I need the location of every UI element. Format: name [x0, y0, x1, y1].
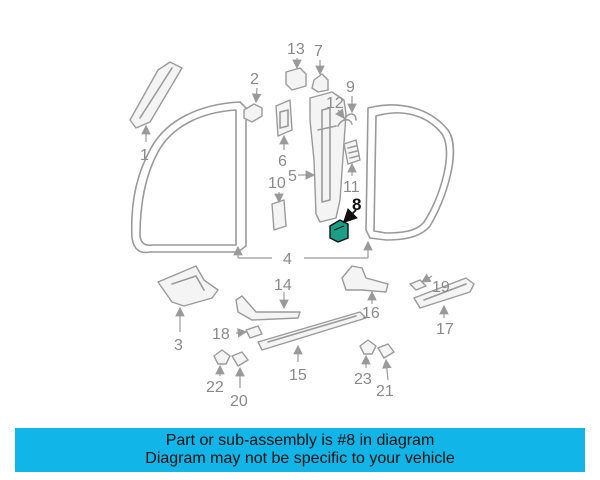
part-18-clip — [245, 325, 263, 339]
rear-door-weatherstrip — [365, 104, 455, 241]
part-3-cowl-side-trim — [157, 265, 219, 307]
part-17-rear-sill-trim — [413, 277, 475, 309]
part-22-fastener — [213, 349, 231, 365]
info-banner: Part or sub-assembly is #8 in diagram Di… — [15, 428, 585, 472]
callout-20: 20 — [230, 393, 248, 410]
leader-19 — [420, 273, 433, 283]
part-7-clip — [311, 73, 329, 93]
callout-23: 23 — [354, 371, 372, 388]
part-16-b-pillar-lower-trim — [341, 265, 389, 293]
part-12-clip — [337, 118, 353, 127]
part-20-fastener — [231, 351, 249, 367]
part-8-highlighted — [329, 219, 349, 243]
callout-2: 2 — [250, 71, 259, 88]
callout-6: 6 — [278, 153, 287, 170]
callout-21: 21 — [376, 383, 394, 400]
callout-17: 17 — [436, 321, 454, 338]
part-10-switch-cover — [271, 199, 287, 231]
callout-14: 14 — [274, 277, 292, 294]
callout-9: 9 — [346, 79, 355, 96]
part-11-cover — [343, 139, 361, 165]
part-5-b-pillar-trim — [309, 91, 347, 223]
callout-15: 15 — [289, 367, 307, 384]
leader-18 — [235, 328, 248, 338]
leader-2 — [251, 87, 262, 104]
callout-13: 13 — [287, 41, 305, 58]
callout-1: 1 — [140, 147, 149, 164]
part-13-bracket — [285, 67, 307, 91]
callout-16: 16 — [362, 305, 380, 322]
part-14-sill-trim — [235, 295, 301, 321]
callout-19: 19 — [432, 279, 450, 296]
part-15-sill-plate — [257, 311, 367, 351]
callout-3: 3 — [174, 337, 183, 354]
leader-8 — [342, 207, 359, 224]
banner-line-1: Part or sub-assembly is #8 in diagram — [165, 432, 435, 449]
parts-diagram: 1 4 2 13 7 5 6 — [129, 41, 475, 410]
callout-7: 7 — [314, 43, 323, 60]
part-9-clip — [343, 113, 357, 121]
part-6-trim-panel — [275, 99, 293, 137]
callout-18: 18 — [212, 326, 230, 343]
callout-4: 4 — [283, 251, 292, 268]
callout-5: 5 — [288, 168, 297, 185]
leader-12 — [335, 108, 345, 119]
front-door-weatherstrip — [130, 101, 247, 254]
callout-10: 10 — [268, 175, 286, 192]
part-21-fastener — [377, 343, 395, 359]
callout-22: 22 — [206, 379, 224, 396]
leader-21 — [382, 358, 392, 381]
callout-11: 11 — [343, 179, 360, 196]
banner-line-2: Diagram may not be specific to your vehi… — [145, 450, 455, 467]
part-1-a-pillar-trim — [129, 61, 183, 129]
part-23-fastener — [359, 339, 377, 355]
callout-12: 12 — [326, 95, 344, 112]
callout-8: 8 — [352, 195, 361, 214]
part-2-clip — [243, 103, 263, 123]
